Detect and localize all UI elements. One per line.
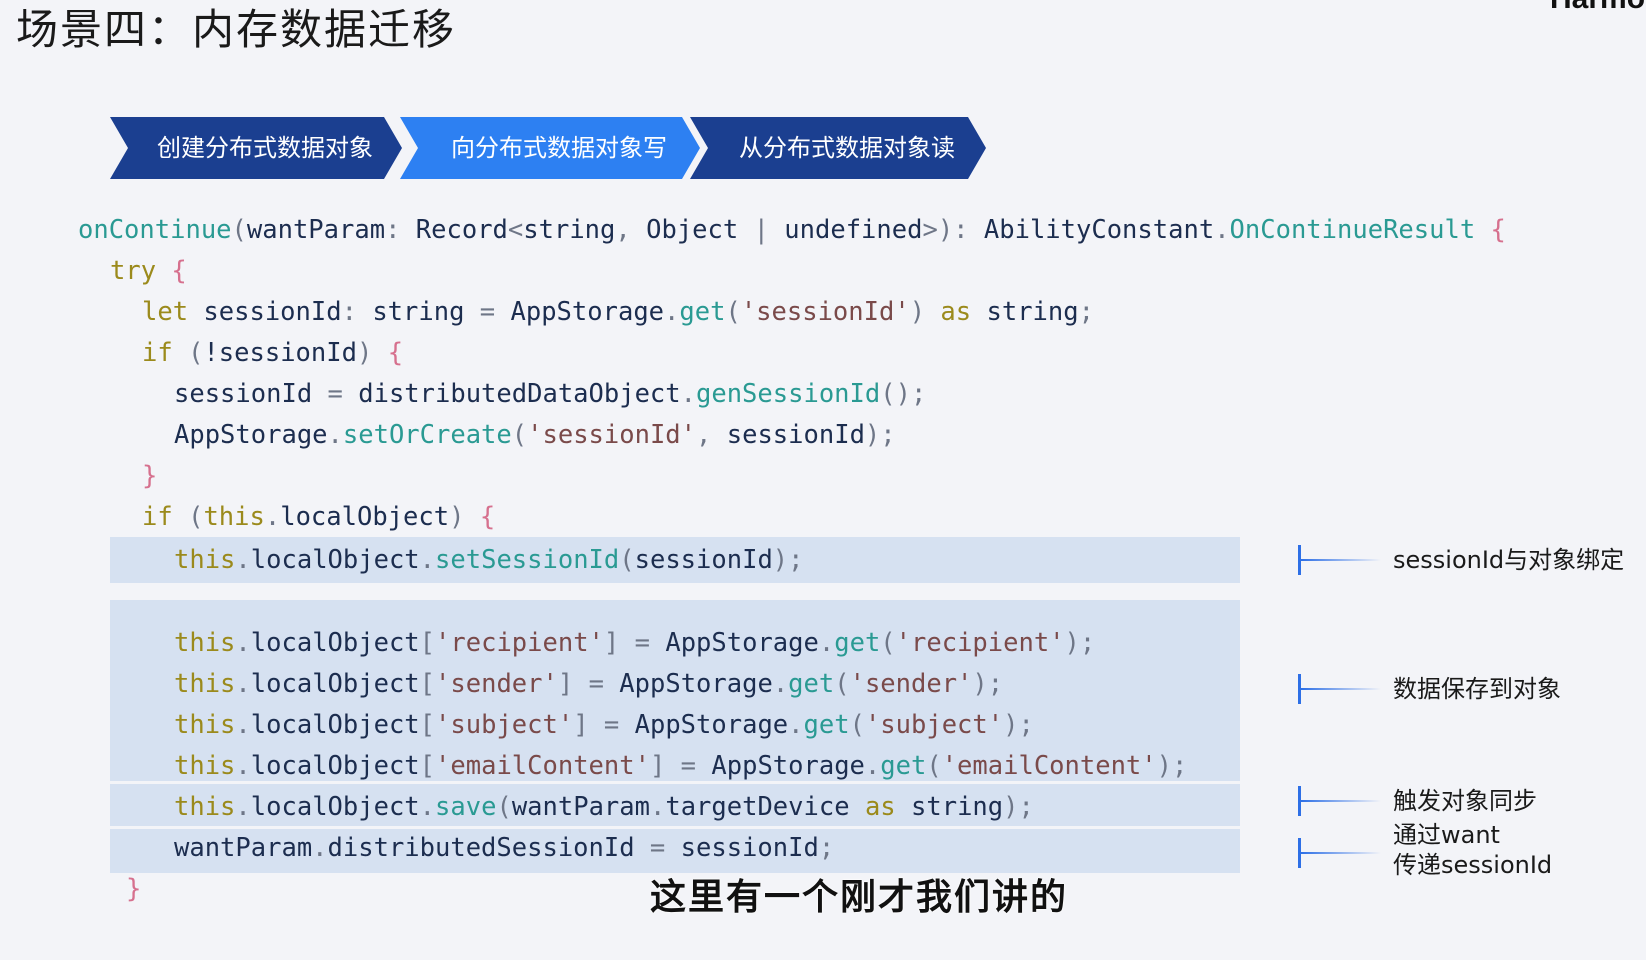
code-line: try { [110,256,187,286]
highlight-bind-session [110,537,1240,583]
code-line: } [126,874,142,904]
code-line: } [142,461,158,491]
brand-logo-text: Harmo [1550,0,1645,16]
highlight-pass-session [110,829,1240,873]
step-read: 从分布式数据对象读 [690,117,986,179]
annotation-marker [1298,674,1301,704]
code-line: wantParam.distributedSessionId = session… [174,833,835,863]
code-line: sessionId = distributedDataObject.genSes… [174,379,927,409]
code-line: this.localObject['recipient'] = AppStora… [174,628,1096,658]
annotation-connector [1301,688,1381,690]
annotation-marker [1298,838,1301,868]
annotation-label: 数据保存到对象 [1393,675,1561,703]
page-title: 场景四：内存数据迁移 [16,5,457,54]
code-line: AppStorage.setOrCreate('sessionId', sess… [174,420,896,450]
annotation-connector [1301,559,1381,561]
annotation-connector [1301,800,1381,802]
code-line: this.localObject['sender'] = AppStorage.… [174,669,1004,699]
annotation-connector [1301,852,1381,854]
annotation-label: 传递sessionId [1393,851,1553,879]
annotation-marker [1298,545,1301,575]
annotation-label: 触发对象同步 [1393,787,1537,815]
code-line: if (this.localObject) { [142,502,496,532]
code-line: this.localObject.save(wantParam.targetDe… [174,792,1034,822]
step-create: 创建分布式数据对象 [110,117,402,179]
step-write: 向分布式数据对象写 [400,117,700,179]
code-line: if (!sessionId) { [142,338,404,368]
annotation-label: sessionId与对象绑定 [1393,546,1625,574]
code-line: onContinue(wantParam: Record<string, Obj… [78,215,1506,245]
code-line: let sessionId: string = AppStorage.get('… [142,297,1094,327]
annotation-label: 通过want [1393,821,1500,849]
code-line: this.localObject.setSessionId(sessionId)… [174,545,804,575]
code-block: onContinue(wantParam: Record<string, Obj… [0,0,1506,960]
highlight-trigger-sync [110,784,1240,826]
highlight-save-data [110,600,1240,781]
video-subtitle: 这里有一个刚才我们讲的 [650,877,1069,918]
code-line: this.localObject['emailContent'] = AppSt… [174,751,1188,781]
annotation-marker [1298,786,1301,816]
code-line: this.localObject['subject'] = AppStorage… [174,710,1034,740]
